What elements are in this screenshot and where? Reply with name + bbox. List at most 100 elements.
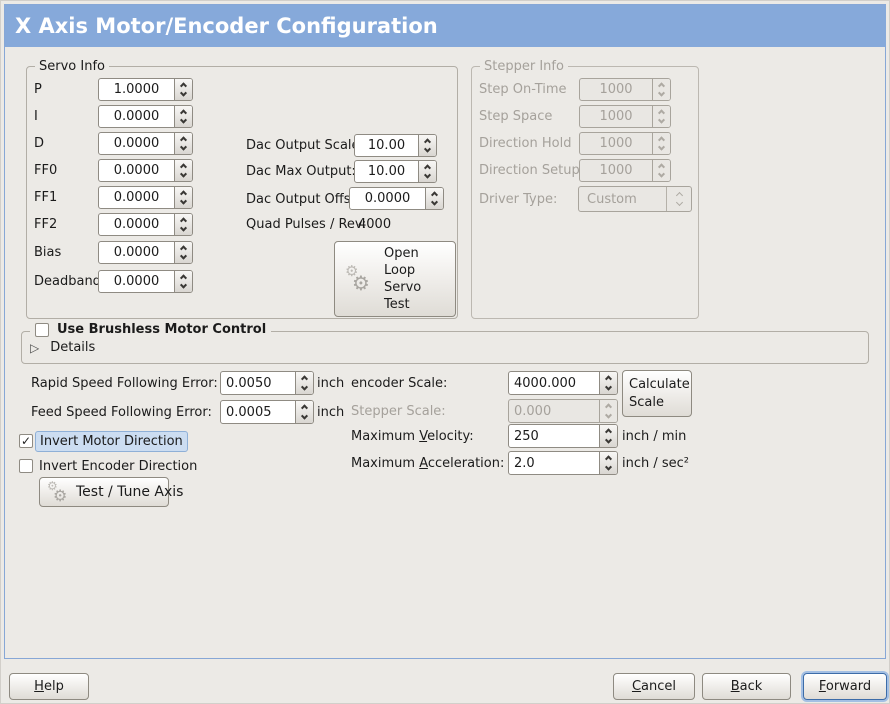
spin-down-button[interactable] (600, 383, 617, 394)
spin-up-button (653, 133, 670, 144)
feed-error-label: Feed Speed Following Error: (31, 405, 212, 420)
invert-motor-label[interactable]: Invert Motor Direction (35, 431, 188, 452)
direction-setup-input: 1000 (579, 159, 671, 182)
max-velocity-value[interactable]: 250 (514, 428, 539, 444)
max-acceleration-input[interactable]: 2.0 (508, 451, 618, 475)
spin-up-button[interactable] (296, 401, 313, 412)
dac-max-output-value[interactable]: 10.00 (367, 164, 406, 179)
spin-down-button[interactable] (175, 253, 192, 264)
bias-input[interactable]: 0.0000 (98, 241, 193, 264)
spin-up-button[interactable] (426, 188, 443, 199)
feed-error-value[interactable]: 0.0005 (226, 404, 272, 420)
spin-up-button[interactable] (600, 452, 617, 463)
spin-up-button[interactable] (175, 133, 192, 144)
direction-setup-spinner (652, 160, 670, 181)
spin-down-button[interactable] (175, 225, 192, 236)
spin-up-button (653, 79, 670, 90)
spin-down-button[interactable] (175, 198, 192, 209)
d-value[interactable]: 0.0000 (113, 136, 160, 151)
dac-output-scale-input[interactable]: 10.00 (354, 134, 437, 157)
rapid-error-label: Rapid Speed Following Error: (31, 376, 218, 391)
spin-up-button (653, 106, 670, 117)
dac-output-scale-value[interactable]: 10.00 (367, 138, 406, 153)
direction-hold-spinner (652, 133, 670, 154)
p-label: P (34, 82, 42, 97)
spin-up-button[interactable] (419, 135, 436, 146)
spin-up-button[interactable] (175, 79, 192, 90)
max-velocity-label: Maximum Velocity: (351, 429, 474, 444)
spin-down-button[interactable] (175, 90, 192, 101)
step-on-time-label: Step On-Time (479, 82, 567, 97)
deadband-spinner (174, 271, 192, 292)
max-velocity-input[interactable]: 250 (508, 424, 618, 448)
spin-up-button[interactable] (600, 425, 617, 436)
test-tune-axis-button[interactable]: ⚙ ⚙ Test / Tune Axis (39, 477, 183, 507)
invert-encoder-checkbox[interactable] (19, 459, 33, 473)
spin-down-button[interactable] (175, 117, 192, 128)
spin-up-button[interactable] (175, 187, 192, 198)
spin-down-button[interactable] (419, 172, 436, 183)
deadband-input[interactable]: 0.0000 (98, 270, 193, 293)
rapid-error-spinner (295, 372, 313, 394)
spin-down-button[interactable] (296, 383, 313, 394)
rapid-error-value[interactable]: 0.0050 (226, 375, 272, 391)
max-acceleration-value[interactable]: 2.0 (514, 455, 535, 471)
invert-motor-checkbox[interactable]: ✓ (19, 434, 33, 448)
rapid-error-input[interactable]: 0.0050 (220, 371, 314, 395)
spin-down-button (653, 90, 670, 101)
direction-setup-value: 1000 (599, 163, 633, 178)
spin-up-button[interactable] (175, 106, 192, 117)
ff0-input[interactable]: 0.0000 (98, 159, 193, 182)
page-title: X Axis Motor/Encoder Configuration (15, 14, 438, 38)
calculate-scale-button[interactable]: Calculate Scale (622, 370, 692, 417)
help-button[interactable]: Help (9, 673, 89, 700)
ff1-value[interactable]: 0.0000 (113, 190, 160, 205)
spin-up-button[interactable] (600, 372, 617, 383)
step-space-input: 1000 (579, 105, 671, 128)
feed-error-spinner (295, 401, 313, 423)
spin-up-button[interactable] (175, 214, 192, 225)
spin-down-button[interactable] (175, 171, 192, 182)
invert-encoder-label[interactable]: Invert Encoder Direction (39, 459, 198, 474)
spin-down-button[interactable] (419, 146, 436, 157)
ff2-input[interactable]: 0.0000 (98, 213, 193, 236)
dac-max-output-input[interactable]: 10.00 (354, 160, 437, 183)
forward-button[interactable]: Forward (803, 673, 887, 700)
spin-down-button[interactable] (426, 199, 443, 210)
spin-up-button[interactable] (175, 242, 192, 253)
details-label[interactable]: Details (50, 340, 96, 355)
spin-down-button[interactable] (600, 436, 617, 447)
dac-output-offset-input[interactable]: 0.0000 (349, 187, 444, 210)
p-value[interactable]: 1.0000 (113, 82, 160, 97)
details-expander[interactable]: ▷ Details (30, 340, 95, 355)
i-value[interactable]: 0.0000 (113, 109, 160, 124)
spin-up-button[interactable] (175, 160, 192, 171)
bias-value[interactable]: 0.0000 (113, 245, 160, 260)
feed-error-input[interactable]: 0.0005 (220, 400, 314, 424)
encoder-scale-value[interactable]: 4000.000 (514, 375, 577, 391)
spin-up-button[interactable] (296, 372, 313, 383)
spin-up-button[interactable] (175, 271, 192, 282)
ff0-value[interactable]: 0.0000 (113, 163, 160, 178)
ff2-value[interactable]: 0.0000 (113, 217, 160, 232)
back-button[interactable]: Back (702, 673, 791, 700)
i-input[interactable]: 0.0000 (98, 105, 193, 128)
spin-up-button[interactable] (419, 161, 436, 172)
encoder-scale-input[interactable]: 4000.000 (508, 371, 618, 395)
d-input[interactable]: 0.0000 (98, 132, 193, 155)
servo-info-frame: Servo Info (26, 58, 458, 319)
use-brushless-label[interactable]: Use Brushless Motor Control (57, 322, 267, 337)
spin-down-button[interactable] (175, 282, 192, 293)
use-brushless-checkbox[interactable] (35, 322, 49, 337)
ff1-input[interactable]: 0.0000 (98, 186, 193, 209)
dac-output-offset-value[interactable]: 0.0000 (364, 191, 411, 206)
deadband-value[interactable]: 0.0000 (113, 274, 160, 289)
direction-hold-input: 1000 (579, 132, 671, 155)
spin-down-button[interactable] (296, 412, 313, 423)
p-input[interactable]: 1.0000 (98, 78, 193, 101)
spin-down-button[interactable] (600, 463, 617, 474)
expander-triangle-icon[interactable]: ▷ (30, 340, 40, 355)
open-loop-servo-test-button[interactable]: ⚙ ⚙ Open Loop Servo Test (334, 241, 456, 317)
spin-down-button[interactable] (175, 144, 192, 155)
cancel-button[interactable]: Cancel (613, 673, 695, 700)
